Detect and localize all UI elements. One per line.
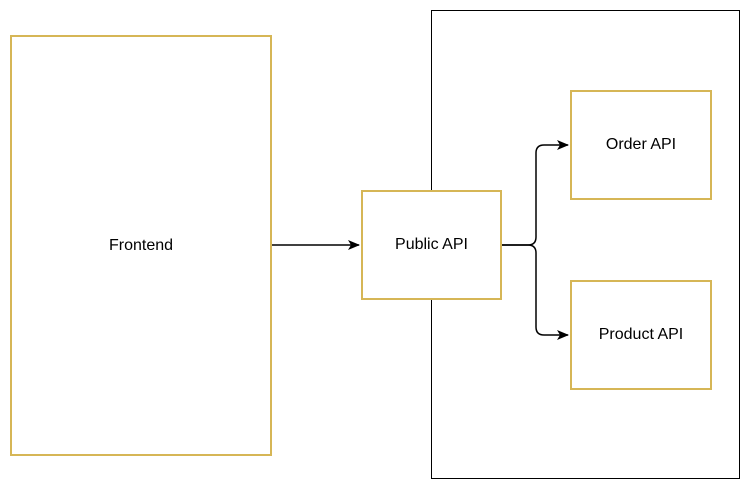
public-api-label: Public API xyxy=(395,236,468,253)
order-api-node[interactable]: Order API xyxy=(570,90,712,200)
edge-public-api-to-product-api xyxy=(502,244,569,340)
frontend-label: Frontend xyxy=(108,236,174,254)
product-api-node[interactable]: Product API xyxy=(570,280,712,390)
public-api-node[interactable]: Public API xyxy=(361,190,502,300)
order-api-label: Order API xyxy=(605,136,677,153)
edge-public-api-to-order-api xyxy=(502,140,569,246)
product-api-label: Product API xyxy=(598,326,684,343)
frontend-node[interactable]: Frontend xyxy=(10,35,272,456)
